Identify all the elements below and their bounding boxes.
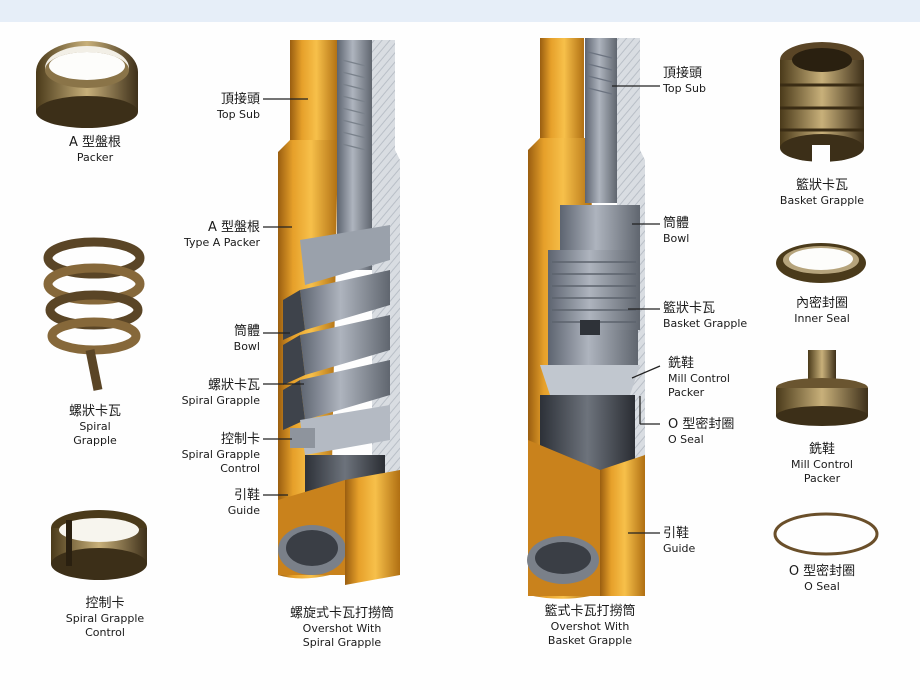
overshot-spiral-cutaway	[278, 40, 400, 585]
label-en: Mill Control	[668, 372, 730, 386]
label-zh: 引鞋	[663, 526, 690, 541]
callout-mill-control-packer: 銑鞋 Mill Control Packer	[668, 356, 778, 400]
label-zh: 引鞋	[233, 488, 260, 503]
label-en: Bowl	[663, 232, 690, 246]
top-band	[0, 0, 920, 22]
callout-spiral-grapple-control: 控制卡 Spiral Grapple Control	[142, 432, 260, 476]
label-zh: 銑鞋	[808, 442, 835, 457]
packer-label: A 型盤根 Packer	[30, 135, 160, 165]
label-en: Spiral Grapple	[181, 448, 260, 462]
inner-seal-label: 內密封圈 Inner Seal	[758, 296, 886, 326]
spiral-grapple-control-label: 控制卡 Spiral Grapple Control	[30, 596, 180, 640]
label-en: Mill Control	[791, 458, 853, 472]
label-en: Guide	[663, 542, 696, 556]
label-zh: 頂接頭	[663, 66, 703, 81]
label-zh: A 型盤根	[68, 135, 122, 150]
callout-bowl-spiral: 筒體 Bowl	[142, 324, 260, 354]
callout-top-sub-basket: 頂接頭 Top Sub	[663, 66, 773, 96]
label-en: Basket Grapple	[779, 194, 865, 208]
packer-ring-image	[36, 41, 138, 128]
label-en: Packer	[76, 151, 114, 165]
label-zh: O 型密封圈	[788, 564, 856, 579]
label-en: Guide	[227, 504, 260, 518]
label-zh: A 型盤根	[207, 220, 260, 235]
callout-guide-spiral: 引鞋 Guide	[142, 488, 260, 518]
label-zh: 螺旋式卡瓦打撈筒	[289, 606, 394, 621]
label-zh: 控制卡	[220, 432, 260, 447]
label-en: Spiral Grapple	[302, 636, 382, 649]
mill-control-packer-label: 銑鞋 Mill Control Packer	[758, 442, 886, 486]
label-zh: 筒體	[663, 216, 690, 231]
label-en: Top Sub	[663, 82, 706, 96]
label-zh: 控制卡	[85, 596, 125, 611]
label-en: Spiral Grapple	[65, 612, 145, 626]
o-seal-label: O 型密封圈 O Seal	[758, 564, 886, 594]
label-zh: 螺狀卡瓦	[207, 378, 260, 393]
label-en: Packer	[668, 386, 705, 399]
label-en: Basket Grapple	[547, 634, 633, 647]
spiral-grapple-image	[43, 237, 145, 391]
label-zh: 籃狀卡瓦	[795, 178, 848, 193]
label-en: Top Sub	[217, 108, 260, 122]
label-zh: 頂接頭	[220, 92, 260, 107]
label-zh: 筒體	[233, 324, 260, 339]
label-en: Basket Grapple	[663, 317, 748, 331]
callout-type-a-packer: A 型盤根 Type A Packer	[142, 220, 260, 250]
label-en: Type A Packer	[184, 236, 260, 250]
callout-leader-lines	[263, 85, 661, 534]
label-en: Spiral Grapple	[181, 394, 260, 408]
inner-seal-image	[776, 243, 866, 283]
callout-guide-basket: 引鞋 Guide	[663, 526, 773, 556]
label-en: Overshot With	[550, 620, 630, 634]
label-zh: 內密封圈	[795, 296, 848, 311]
overshot-basket-title: 籃式卡瓦打撈筒 Overshot With Basket Grapple	[510, 604, 670, 648]
overshot-spiral-title: 螺旋式卡瓦打撈筒 Overshot With Spiral Grapple	[262, 606, 422, 650]
callout-bowl-basket: 筒體 Bowl	[663, 216, 773, 246]
spiral-grapple-control-image	[51, 510, 147, 580]
basket-grapple-image	[780, 42, 864, 167]
label-zh: O 型密封圈	[668, 417, 735, 432]
label-zh: 銑鞋	[668, 356, 695, 371]
label-en: Packer	[803, 472, 841, 485]
o-seal-image	[773, 512, 879, 556]
label-en: Control	[220, 462, 260, 475]
label-zh: 籃式卡瓦打撈筒	[544, 604, 636, 619]
label-en: Grapple	[73, 434, 117, 447]
callout-spiral-grapple: 螺狀卡瓦 Spiral Grapple	[142, 378, 260, 408]
label-en: Control	[85, 626, 125, 639]
label-en: Spiral	[79, 420, 111, 434]
label-en: O Seal	[668, 433, 704, 447]
basket-grapple-label: 籃狀卡瓦 Basket Grapple	[758, 178, 886, 208]
callout-basket-grapple: 籃狀卡瓦 Basket Grapple	[663, 301, 773, 331]
label-en: O Seal	[804, 580, 840, 594]
label-zh: 籃狀卡瓦	[663, 301, 716, 316]
label-en: Bowl	[233, 340, 260, 354]
callout-o-seal-basket: O 型密封圈 O Seal	[668, 417, 778, 447]
label-zh: 螺狀卡瓦	[68, 404, 121, 419]
overshot-basket-cutaway	[527, 38, 645, 599]
callout-top-sub-spiral: 頂接頭 Top Sub	[142, 92, 260, 122]
label-en: Inner Seal	[794, 312, 850, 326]
spiral-grapple-label: 螺狀卡瓦 Spiral Grapple	[30, 404, 160, 448]
mill-control-packer-image	[776, 350, 868, 426]
label-en: Overshot With	[302, 622, 382, 636]
